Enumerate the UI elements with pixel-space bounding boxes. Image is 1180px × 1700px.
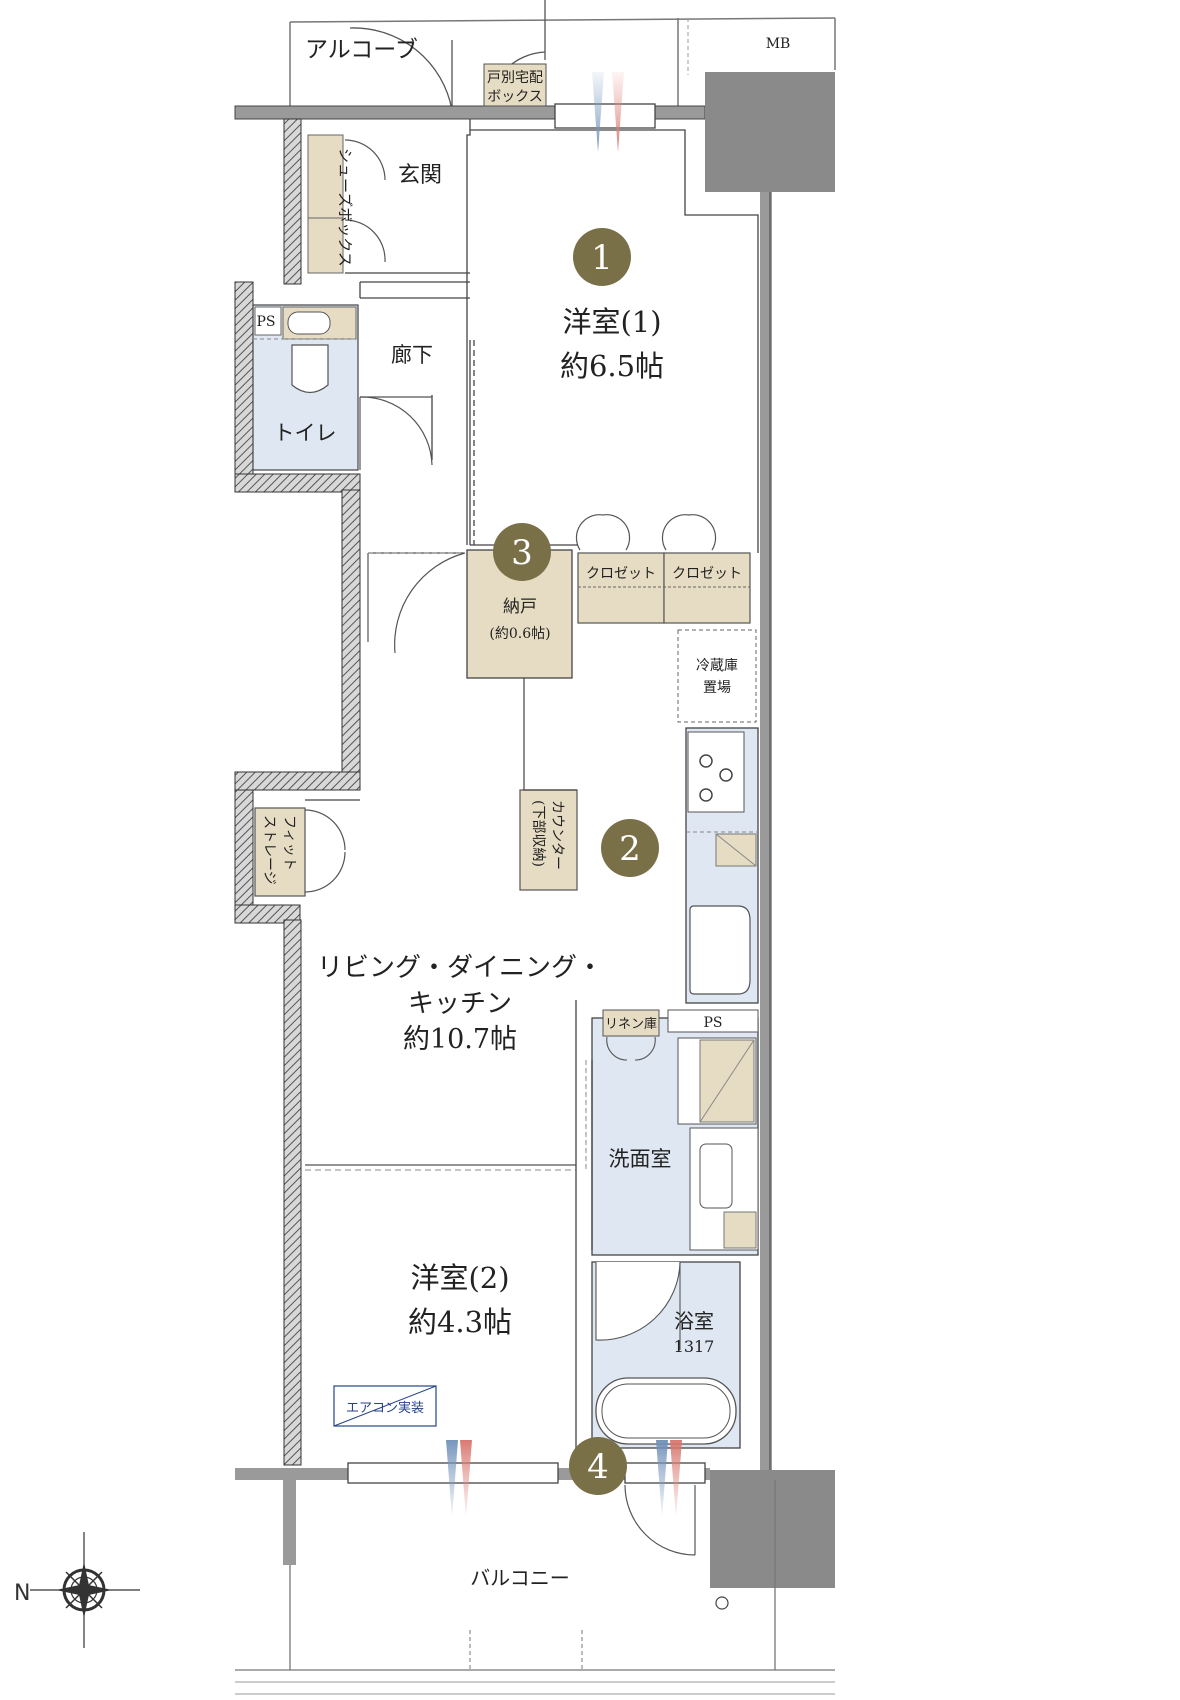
toilet-bowl — [291, 344, 329, 394]
counter-label-2: (下部収納) — [530, 800, 546, 867]
entrance-label: 玄関 — [398, 163, 442, 188]
shoe-box-label: シューズボックス — [336, 148, 354, 267]
bath-size: 1317 — [674, 1337, 715, 1356]
closet-a-label: クロゼット — [586, 566, 656, 582]
fit-storage-label-1: フィット — [281, 815, 297, 871]
toilet-lid — [287, 311, 331, 335]
shoe-box — [307, 134, 344, 274]
kitchen-sink — [689, 905, 751, 995]
interior-walls — [359, 119, 759, 553]
svg-text:1: 1 — [591, 238, 613, 278]
svg-text:ボックス: ボックス — [487, 89, 543, 105]
svg-text:3: 3 — [511, 533, 533, 573]
fridge-label-1: 冷蔵庫 — [696, 657, 738, 674]
fridge-label-2: 置場 — [703, 680, 731, 696]
storage-size: (約0.6帖) — [489, 626, 550, 642]
ldk-label-1: リビング・ダイニング・ — [317, 953, 603, 983]
bathtub — [595, 1377, 737, 1445]
svg-text:2: 2 — [619, 829, 641, 869]
mb-label: MB — [766, 36, 791, 52]
aircon-label: エアコン実装 — [346, 1400, 424, 1416]
stove — [687, 731, 745, 813]
fridge-space — [677, 629, 757, 723]
alcove-label: アルコーブ — [305, 37, 418, 63]
balcony-label: バルコニー — [470, 1566, 570, 1590]
hallway-label: 廊下 — [391, 343, 433, 367]
fit-storage-label-2: ストレージ — [261, 815, 277, 885]
ldk-size: 約10.7帖 — [403, 1024, 517, 1055]
western2-name: 洋室(2) — [410, 1261, 509, 1295]
linen-storage — [602, 1009, 660, 1037]
svg-text:4: 4 — [587, 1447, 609, 1487]
western2-size: 約4.3帖 — [408, 1305, 512, 1339]
ps-wash-label: PS — [703, 1015, 722, 1031]
storage-label: 納戸 — [503, 597, 537, 617]
alcove-area — [289, 0, 836, 111]
western1-name: 洋室(1) — [562, 305, 661, 339]
ventilation-arrows — [446, 72, 682, 1518]
counter-label-1: カウンター — [549, 800, 565, 870]
svg-text:戸別宅配: 戸別宅配 — [487, 70, 543, 86]
closet-a — [577, 552, 665, 624]
north-letter: N — [14, 1581, 30, 1606]
ps-wash — [667, 1009, 759, 1033]
ldk-label-2: キッチン — [408, 989, 512, 1019]
closet-b-label: クロゼット — [672, 566, 742, 582]
fit-storage — [254, 807, 306, 897]
delivery-box — [483, 63, 547, 107]
structural-column-top — [705, 72, 835, 192]
counter — [519, 789, 578, 891]
ps-toilet-label: PS — [256, 314, 275, 330]
compass-icon: N — [14, 1532, 140, 1648]
bath-label: 浴室 — [674, 1309, 714, 1333]
top-window — [554, 103, 656, 129]
marker-1: 1 — [573, 228, 631, 286]
right-wall — [760, 192, 772, 1472]
marker-3: 3 — [493, 523, 551, 581]
closet-b — [663, 552, 751, 624]
western1-size: 約6.5帖 — [560, 349, 664, 383]
left-hatched-wall — [234, 118, 361, 1466]
toilet-label: トイレ — [274, 421, 337, 445]
marker-4: 4 — [569, 1437, 627, 1495]
linen-label: リネン庫 — [605, 1017, 657, 1032]
balcony-area — [235, 1470, 835, 1695]
marker-2: 2 — [601, 819, 659, 877]
structural-column-bottom — [710, 1470, 835, 1588]
washroom-label: 洗面室 — [609, 1147, 672, 1171]
